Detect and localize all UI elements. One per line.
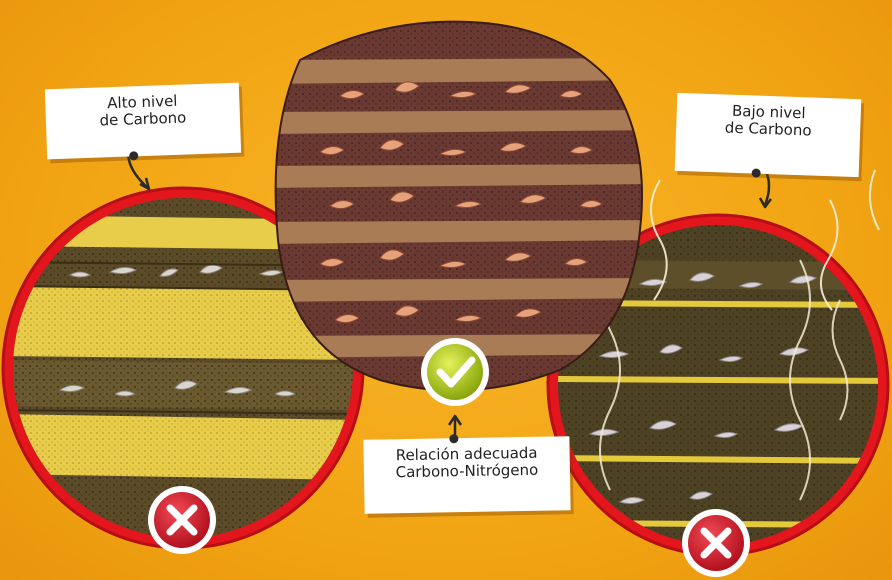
balanced-ratio-label: Relación adecuada Carbono-Nitrógeno	[363, 436, 570, 514]
x-mark-icon	[682, 509, 750, 577]
x-mark-icon	[148, 486, 216, 554]
high-carbon-label: Alto nivel de Carbono	[45, 83, 241, 160]
check-mark-icon	[421, 338, 489, 406]
low-carbon-label: Bajo nivel de Carbono	[675, 93, 862, 177]
pointer-dot	[449, 434, 458, 443]
balanced-ratio-label-line2: Carbono-Nitrógeno	[374, 461, 560, 481]
